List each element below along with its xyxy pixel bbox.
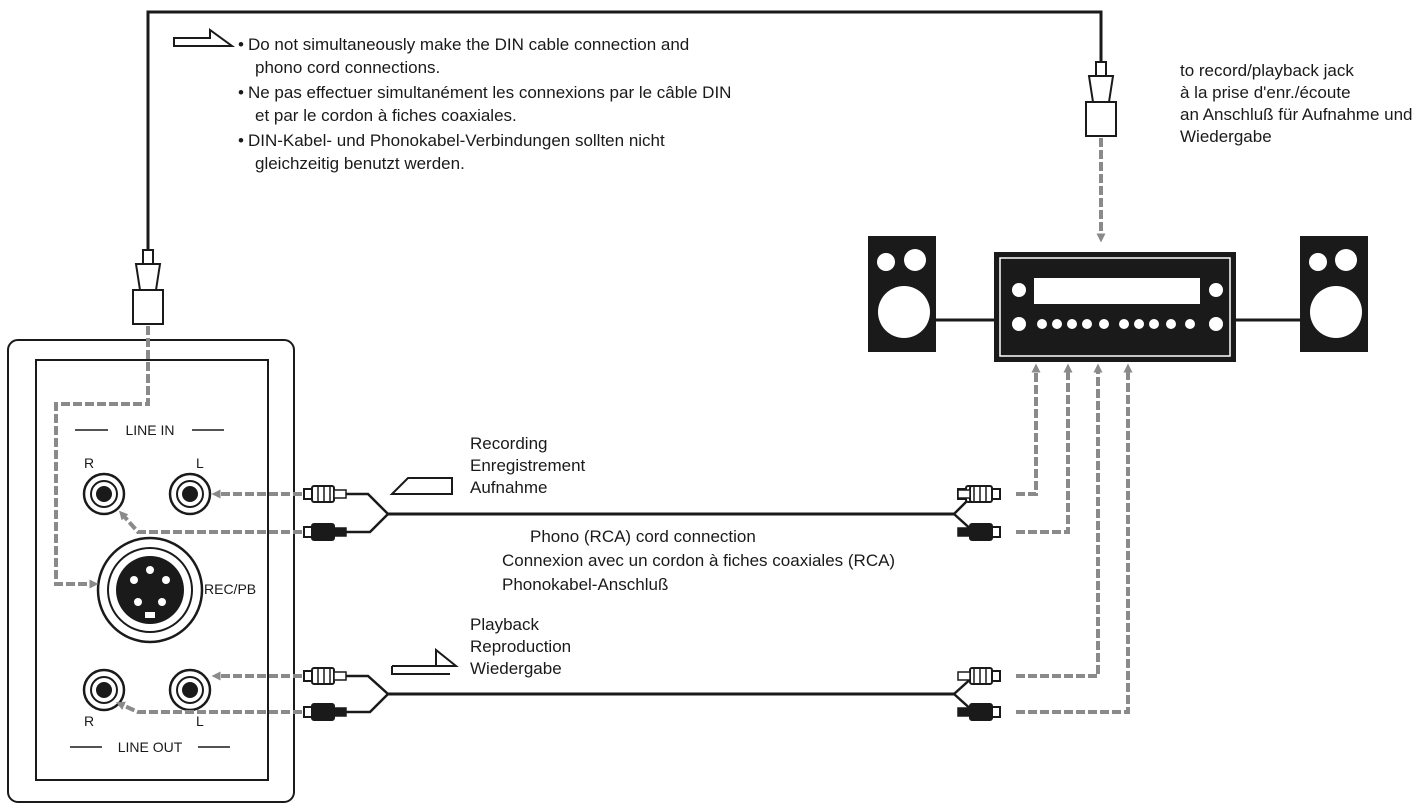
phono-label-line: Phonokabel-Anschluß [502,575,668,594]
rca-plug-red [957,703,1001,721]
line-out-r-jack [82,668,126,712]
playback-label-line: Playback [470,615,539,634]
din-socket [96,536,204,644]
line-in-label: LINE IN [125,422,174,438]
signal-paths [54,138,1133,714]
pb-r-signal-path [115,701,302,714]
recording-label-line: Enregistrement [470,456,586,475]
note-text: DIN-Kabel- und Phonokabel-Verbindungen s… [248,131,665,150]
playback-cord [303,667,1001,721]
playback-label-line: Wiedergabe [470,659,562,678]
pb-amp-signal-path [1016,363,1133,714]
line-out-r-label: R [84,713,94,729]
note-text: gleichzeitig benutzt werden. [255,154,465,173]
line-out-label: LINE OUT [118,739,183,755]
caution-notes: •Do not simultaneously make the DIN cabl… [238,35,731,173]
rec-amp-signal-path [1016,363,1073,534]
svg-text:•DIN-Kabel- und Phonokabel-Ver: •DIN-Kabel- und Phonokabel-Verbindungen … [238,131,665,150]
line-in-l-label: L [196,455,204,471]
recording-label-line: Aufnahme [470,478,548,497]
note-bullet: • [238,35,244,54]
rca-plug-white [957,667,1001,685]
jack-label-line: à la prise d'enr./écoute [1180,83,1351,102]
line-in-r-jack [82,472,126,516]
rca-plug-red [957,523,1001,541]
note-bullet: • [238,131,244,150]
left-speaker [868,236,936,352]
din-plug-left [132,249,164,325]
rca-plug-white [303,485,347,503]
line-in-r-label: R [84,455,94,471]
din-signal-path [54,326,150,589]
jack-label: to record/playback jack à la prise d'enr… [1180,61,1413,146]
right-speaker [1300,236,1368,352]
note-bullet: • [238,83,244,102]
rec-amp-signal-path [1016,363,1041,496]
line-out-l-label: L [196,713,204,729]
rca-plug-red [303,703,347,721]
amplifier [994,252,1236,362]
rca-plug-white [303,667,347,685]
note-text: Ne pas effectuer simultanément les conne… [248,83,732,102]
jack-label-line: to record/playback jack [1180,61,1354,80]
playback-label: Playback Reproduction Wiedergabe [470,615,571,678]
rec-pb-label: REC/PB [204,581,256,597]
phono-connection-label: Phono (RCA) cord connection Connexion av… [502,527,895,594]
recording-cord [303,485,1001,541]
recording-label: Recording Enregistrement Aufnahme [470,434,586,497]
note-text: et par le cordon à fiches coaxiales. [255,106,517,125]
phono-label-line: Phono (RCA) cord connection [530,527,756,546]
recording-label-line: Recording [470,434,548,453]
din-plug-right [1085,61,1117,137]
recording-arrow-icon [389,477,453,495]
deck-rear-panel: LINE IN R L REC/PB [7,339,295,803]
playback-label-line: Reproduction [470,637,571,656]
din-cable [146,10,1103,250]
jack-label-line: Wiedergabe [1180,127,1272,146]
pb-amp-signal-path [1016,363,1103,678]
note-text: phono cord connections. [255,58,440,77]
rec-r-signal-path [119,510,302,534]
playback-arrow-icon [391,647,459,675]
jack-label-line: an Anschluß für Aufnahme und [1180,105,1413,124]
line-in-l-jack [168,472,212,516]
rca-plug-red [303,523,347,541]
svg-text:•Ne pas effectuer simultanémen: •Ne pas effectuer simultanément les conn… [238,83,731,102]
caution-arrow-icon [173,28,236,47]
line-out-l-jack [168,668,212,712]
note-text: Do not simultaneously make the DIN cable… [248,35,689,54]
phono-label-line: Connexion avec un cordon à fiches coaxia… [502,551,895,570]
svg-text:•Do not simultaneously make th: •Do not simultaneously make the DIN cabl… [238,35,689,54]
